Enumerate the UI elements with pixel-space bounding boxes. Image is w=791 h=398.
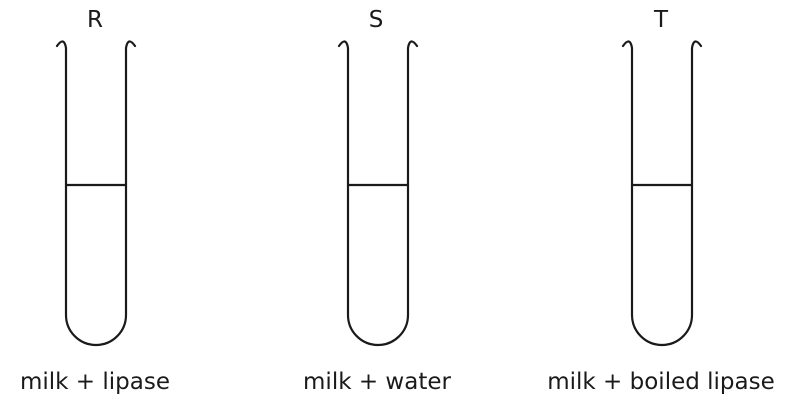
tube-r-label: R (87, 7, 103, 33)
tube-r-caption: milk + lipase (19, 369, 170, 395)
tube-r-outline (55, 40, 137, 347)
test-tube-t (621, 40, 703, 347)
tube-s-label: S (368, 7, 384, 33)
test-tube-s (337, 40, 419, 347)
tube-t-outline (621, 40, 703, 347)
tube-s-caption: milk + water (303, 369, 451, 395)
test-tube-r (55, 40, 137, 347)
tube-t-label: T (653, 7, 669, 33)
tube-t-caption: milk + boiled lipase (547, 369, 775, 395)
tube-s-outline (337, 40, 419, 347)
